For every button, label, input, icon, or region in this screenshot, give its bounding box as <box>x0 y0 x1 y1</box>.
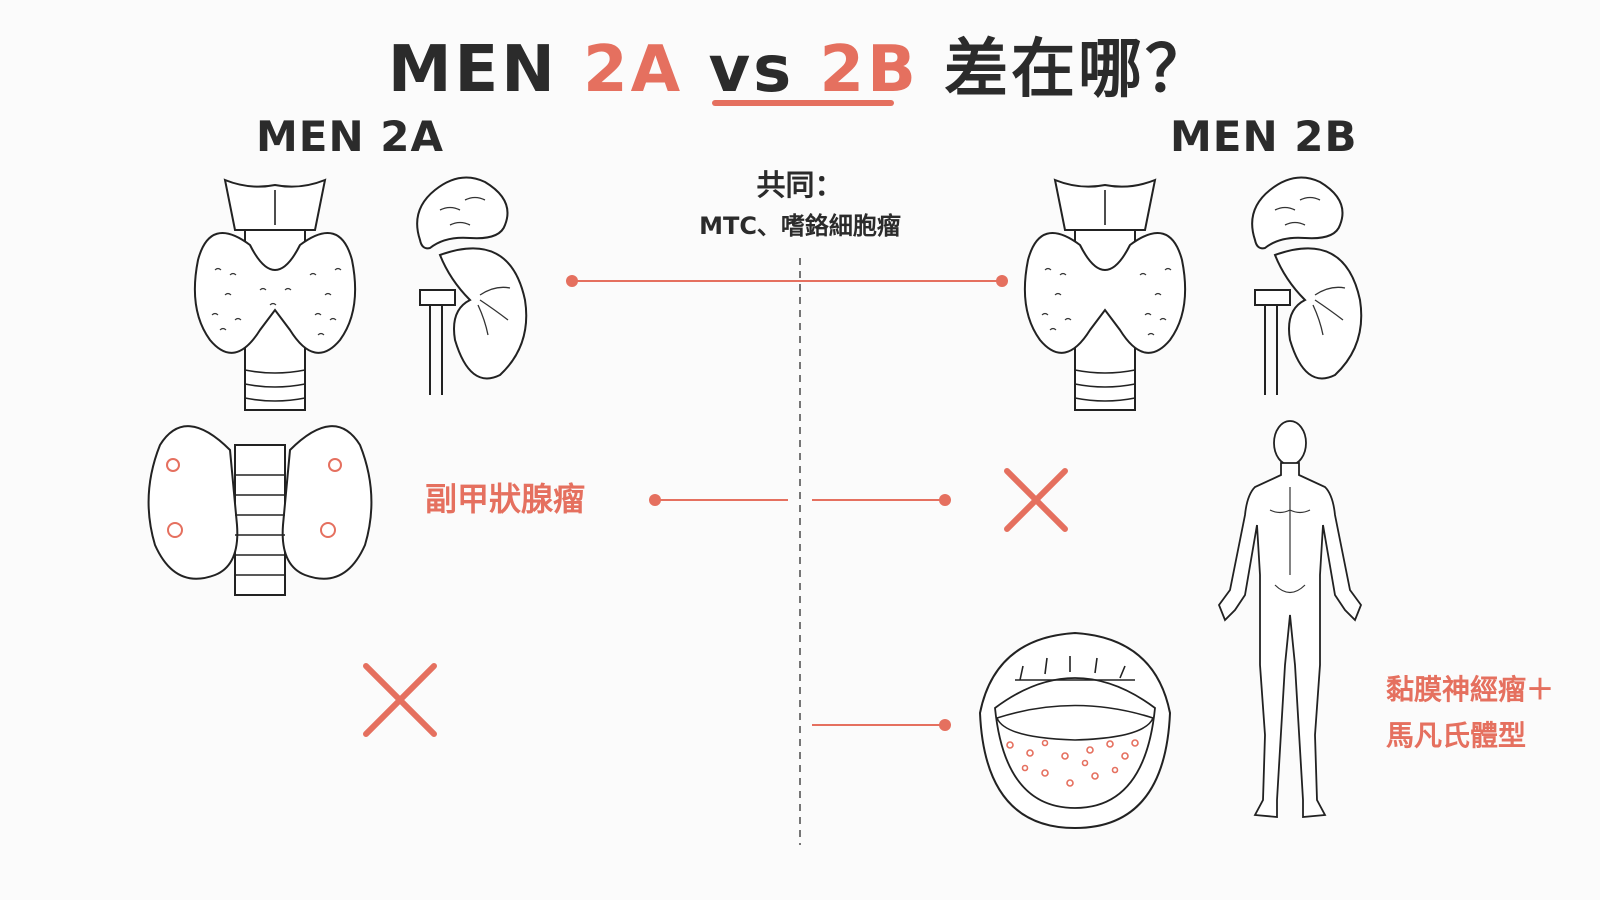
title-underline <box>712 100 894 106</box>
title-suffix: 差在哪？ <box>918 33 1213 107</box>
common-value: MTC、嗜鉻細胞瘤 <box>699 212 901 240</box>
column-heading-men2b: MEN 2B <box>1170 112 1358 161</box>
common-label: 共同： <box>756 168 844 202</box>
parathyroid-adenoma-label: 副甲狀腺瘤 <box>425 480 586 518</box>
title-prefix: MEN <box>387 33 584 107</box>
thyroid-icon-2b <box>1023 178 1187 411</box>
title-vs: vs <box>683 33 820 107</box>
adrenal-kidney-icon <box>416 176 528 395</box>
adrenal-kidney-icon-2b <box>1251 176 1363 395</box>
title-2a: 2A <box>583 33 684 107</box>
cross-icon <box>1004 468 1068 532</box>
human-figure-icon <box>1217 420 1363 818</box>
mouth-icon <box>978 631 1172 830</box>
mucosal-neuroma-label: 黏膜神經瘤＋ <box>1386 673 1555 706</box>
parathyroid-icon <box>147 425 373 596</box>
column-heading-men2a: MEN 2A <box>256 112 444 161</box>
marfanoid-habitus-label: 馬凡氏體型 <box>1386 719 1527 752</box>
cross-icon <box>363 663 437 737</box>
thyroid-icon <box>193 178 357 411</box>
title-2b: 2B <box>819 33 919 107</box>
page-title: MEN 2A vs 2B 差在哪？ <box>0 18 1600 110</box>
